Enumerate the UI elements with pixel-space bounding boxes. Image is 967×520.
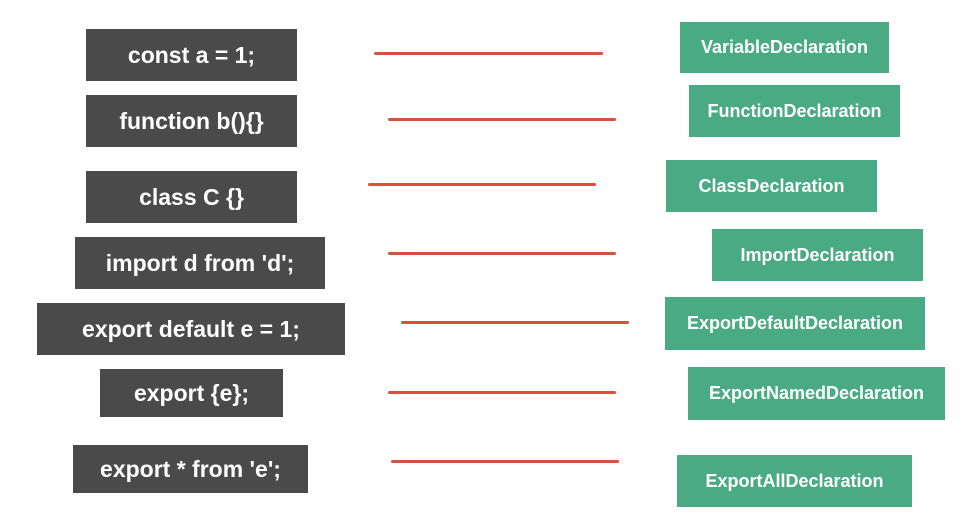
connector-line	[388, 252, 616, 255]
code-snippet-export-default: export default e = 1;	[37, 303, 345, 355]
code-snippet-function: function b(){}	[86, 95, 297, 147]
ast-node-export-default: ExportDefaultDeclaration	[665, 297, 925, 350]
code-snippet-variable: const a = 1;	[86, 29, 297, 81]
ast-node-variable: VariableDeclaration	[680, 22, 889, 73]
ast-node-class: ClassDeclaration	[666, 160, 877, 212]
ast-node-export-all: ExportAllDeclaration	[677, 455, 912, 507]
ast-node-function: FunctionDeclaration	[689, 85, 900, 137]
connector-line	[388, 391, 616, 394]
code-snippet-import: import d from 'd';	[75, 237, 325, 289]
code-snippet-export-all: export * from 'e';	[73, 445, 308, 493]
connector-line	[368, 183, 596, 186]
code-snippet-class: class C {}	[86, 171, 297, 223]
ast-node-import: ImportDeclaration	[712, 229, 923, 281]
connector-line	[388, 118, 616, 121]
connector-line	[374, 52, 603, 55]
code-snippet-export-named: export {e};	[100, 369, 283, 417]
ast-node-export-named: ExportNamedDeclaration	[688, 367, 945, 420]
connector-line	[391, 460, 619, 463]
connector-line	[401, 321, 629, 324]
